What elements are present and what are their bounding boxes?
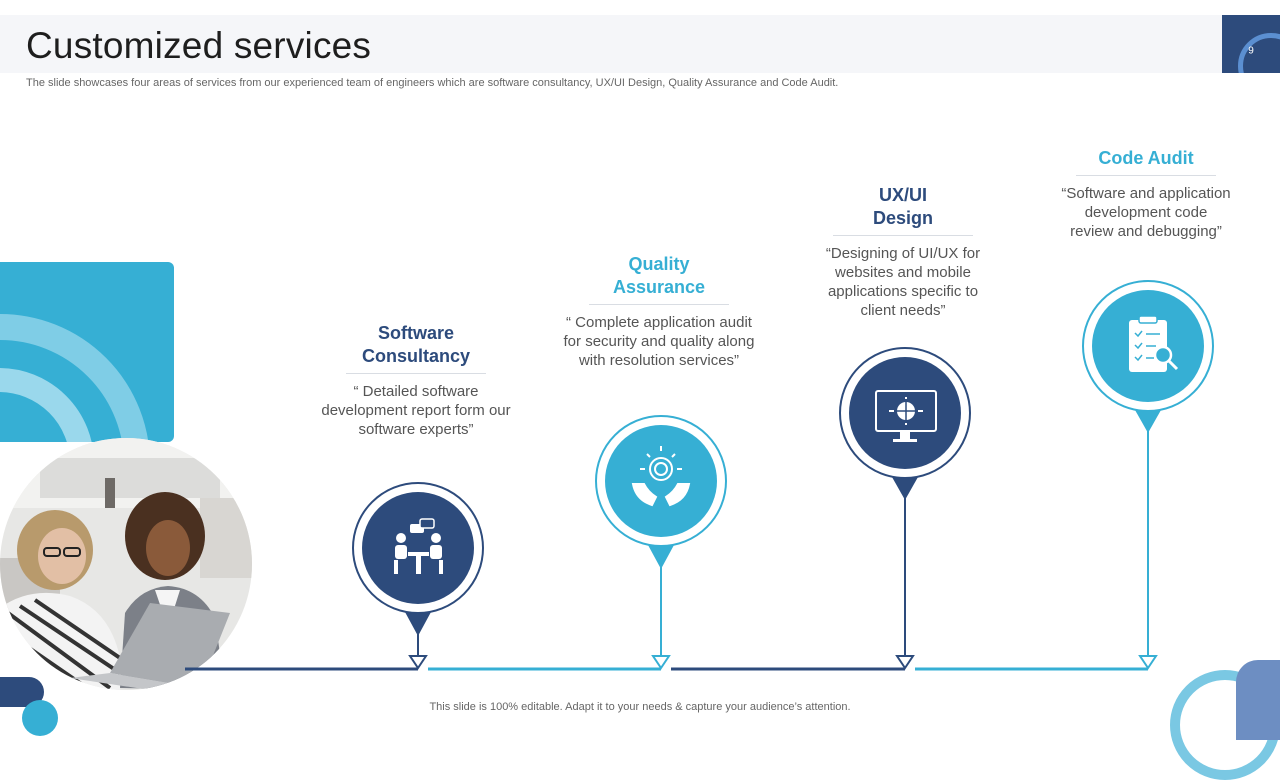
desc-line: with resolution services” [578,352,740,369]
clipboard-search-icon [1129,315,1179,372]
pin-ux-ui-design [839,347,971,670]
service-description: “Designing of UI/UX for websites and mob… [793,244,1013,320]
service-description: “ Detailed software development report f… [306,382,526,439]
badge-ring-decoration [1238,33,1280,73]
service-title: Code Audit [1036,147,1256,170]
service-ux-ui-design: UX/UI Design “Designing of UI/UX for web… [793,184,1013,320]
timeline-graphic [185,280,1214,671]
desc-line: “ Detailed software [353,383,479,400]
service-divider [589,304,729,305]
team-photo [0,438,252,690]
service-divider [346,373,486,374]
decorative-blue-panel [0,262,174,442]
service-title-line: Quality [628,254,690,274]
page-number-badge: 9 [1222,15,1280,73]
team-photo-illustration [0,438,252,690]
desc-line: “Software and application [1061,185,1231,202]
service-title-line: UX/UI [878,185,927,205]
meeting-people-icon [394,518,443,574]
service-description: “Software and application development co… [1036,184,1256,241]
desc-line: applications specific to [827,283,979,300]
service-quality-assurance: Quality Assurance “ Complete application… [549,253,769,370]
desc-line: development code [1084,204,1208,221]
desc-line: software experts” [358,421,474,438]
service-divider [833,235,973,236]
service-title-line: Code Audit [1098,148,1194,168]
hands-star-badge-icon [631,446,691,507]
desc-line: client needs” [860,302,946,319]
monitor-globe-icon [875,390,937,442]
pin-code-audit [1082,280,1214,670]
slide-subtitle: The slide showcases four areas of servic… [26,77,839,89]
footer-note: This slide is 100% editable. Adapt it to… [429,701,851,713]
service-title-line: Software [377,323,455,343]
pin-quality-assurance [595,415,727,670]
decorative-block [1236,660,1280,740]
page-number: 9 [1248,45,1254,57]
service-description: “ Complete application audit for securit… [549,313,769,370]
service-title: UX/UI Design [793,184,1013,230]
service-title-line: Assurance [612,277,706,297]
desc-line: review and debugging” [1070,223,1222,240]
desc-line: for security and quality along [563,333,755,350]
service-title: Software Consultancy [306,322,526,368]
desc-line: “Designing of UI/UX for [825,245,981,262]
service-software-consultancy: Software Consultancy “ Detailed software… [306,322,526,439]
desc-line: “ Complete application audit [566,314,752,331]
desc-line: development report form our [321,402,511,419]
slide-title: Customized services [26,25,372,66]
service-title-line: Consultancy [361,346,471,366]
service-title-line: Design [872,208,933,228]
pin-software-consultancy [352,482,484,670]
service-code-audit: Code Audit “Software and application dev… [1036,147,1256,241]
desc-line: websites and mobile [835,264,971,281]
service-title: Quality Assurance [549,253,769,299]
header-bar [0,15,1222,73]
service-divider [1076,175,1216,176]
